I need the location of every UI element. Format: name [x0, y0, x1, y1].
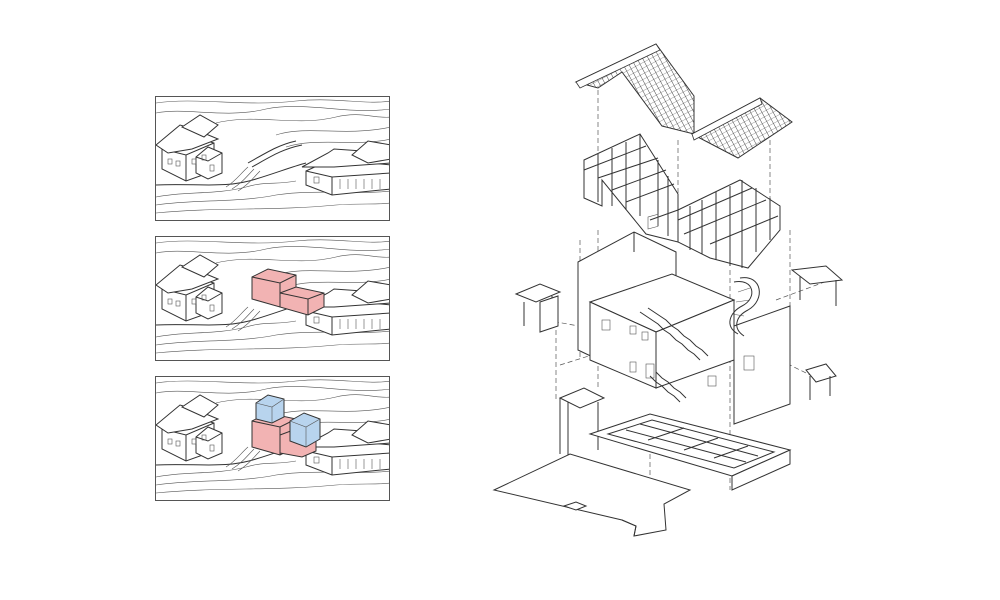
ground-slab-layer: [492, 453, 692, 537]
upper-volume-right: [289, 412, 321, 448]
site-panel-1: [155, 96, 390, 221]
site-path: [247, 140, 297, 164]
walls-layer: [577, 213, 791, 425]
canopy-far-right: [805, 363, 837, 400]
roof-layer: [574, 43, 793, 159]
existing-house-left: [156, 114, 223, 182]
existing-house-right: [301, 140, 389, 196]
upper-volume-left: [255, 394, 285, 424]
stairs: [639, 307, 709, 403]
canopy-right: [790, 265, 844, 306]
main-volume: [251, 268, 325, 316]
existing-house-left: [156, 394, 223, 462]
exploded-axonometric: [492, 43, 844, 537]
site-panel-3: [155, 376, 390, 501]
roof-structure-layer: [583, 133, 781, 269]
site-panel-2: [155, 236, 390, 361]
existing-house-left: [156, 254, 223, 322]
spiral-stair: [729, 277, 760, 337]
canopy-left: [514, 283, 562, 333]
floor-frame-layer: [558, 387, 792, 491]
